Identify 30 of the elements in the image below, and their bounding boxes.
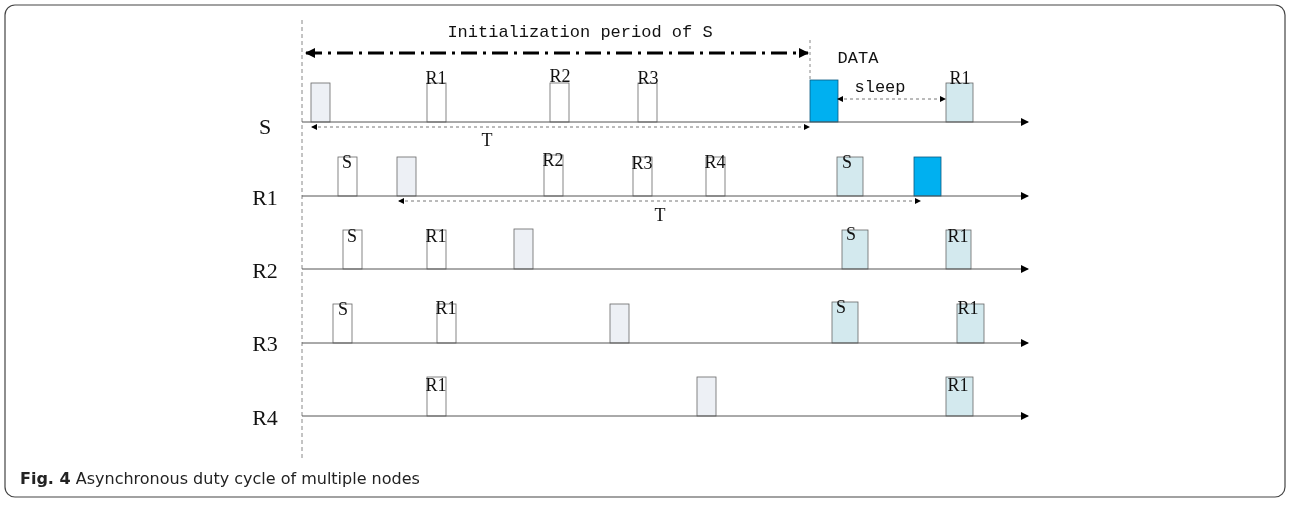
slot-label: R3 [631, 154, 653, 172]
slot-label: R4 [704, 153, 726, 171]
slot-label: R1 [425, 227, 447, 245]
slot-label: R1 [947, 376, 969, 394]
slot-label: S [846, 225, 856, 243]
row-label: S [258, 116, 272, 138]
slot-label: S [338, 300, 348, 318]
slot-label: R1 [949, 69, 971, 87]
slot-label: R1 [425, 69, 447, 87]
slot-label: S [342, 153, 352, 171]
dimension-label: T [481, 131, 493, 149]
row-label: R2 [252, 260, 278, 282]
dimension-label: Initialization period of S [447, 23, 713, 41]
slot-label: R1 [435, 299, 457, 317]
slot-label: S [836, 298, 846, 316]
dimension-label: sleep [854, 78, 906, 96]
data-label: DATA [837, 49, 879, 67]
slot-label: R3 [637, 69, 659, 87]
row-label: R1 [252, 187, 278, 209]
figure-caption: Fig. 4 Asynchronous duty cycle of multiple nodes [20, 469, 420, 488]
dimension-label: T [654, 206, 666, 224]
slot-label: S [842, 153, 852, 171]
slot-label: R1 [947, 227, 969, 245]
row-label: R4 [252, 407, 278, 429]
slot-label: R1 [425, 376, 447, 394]
slot-label: R2 [549, 67, 571, 85]
slot-label: R1 [957, 299, 979, 317]
row-label: R3 [252, 333, 278, 355]
slot-label: R2 [542, 151, 564, 169]
slot-label: S [347, 227, 357, 245]
